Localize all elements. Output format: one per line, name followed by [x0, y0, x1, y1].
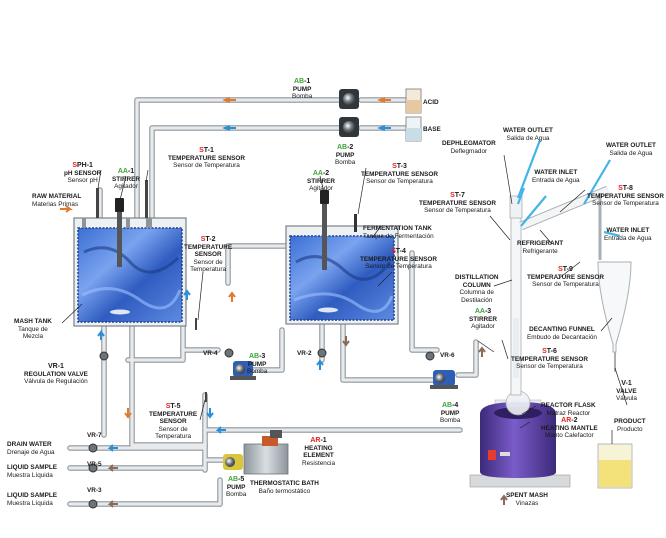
- thermostatic-bath: [243, 430, 289, 475]
- leader-lines: [61, 154, 628, 444]
- pump-ab5: [223, 454, 243, 470]
- flow-arrows: [60, 97, 508, 508]
- label-valve-vr2: VR-2: [297, 350, 312, 357]
- label-valve-vr4: VR-4: [203, 350, 218, 357]
- acid-bottle: [405, 88, 422, 114]
- label-valve-vr7: VR-7: [87, 432, 102, 439]
- fermentation-tank: [285, 190, 399, 325]
- water-lines: [516, 139, 621, 238]
- label-valve-vr5: VR-5: [87, 461, 102, 468]
- mash-tank: [73, 198, 187, 327]
- pump-ab3: [230, 361, 256, 380]
- valves: [88, 348, 435, 509]
- pump-ab4: [430, 370, 458, 389]
- sensors: [96, 180, 207, 402]
- pump-ab1: [339, 89, 359, 109]
- label-base: BASE: [423, 126, 441, 133]
- label-valve-vr3: VR-3: [87, 487, 102, 494]
- base-bottle: [405, 116, 422, 142]
- label-acid: ACID: [423, 99, 439, 106]
- pump-ab2: [339, 117, 359, 137]
- label-valve-vr6: VR-6: [440, 352, 455, 359]
